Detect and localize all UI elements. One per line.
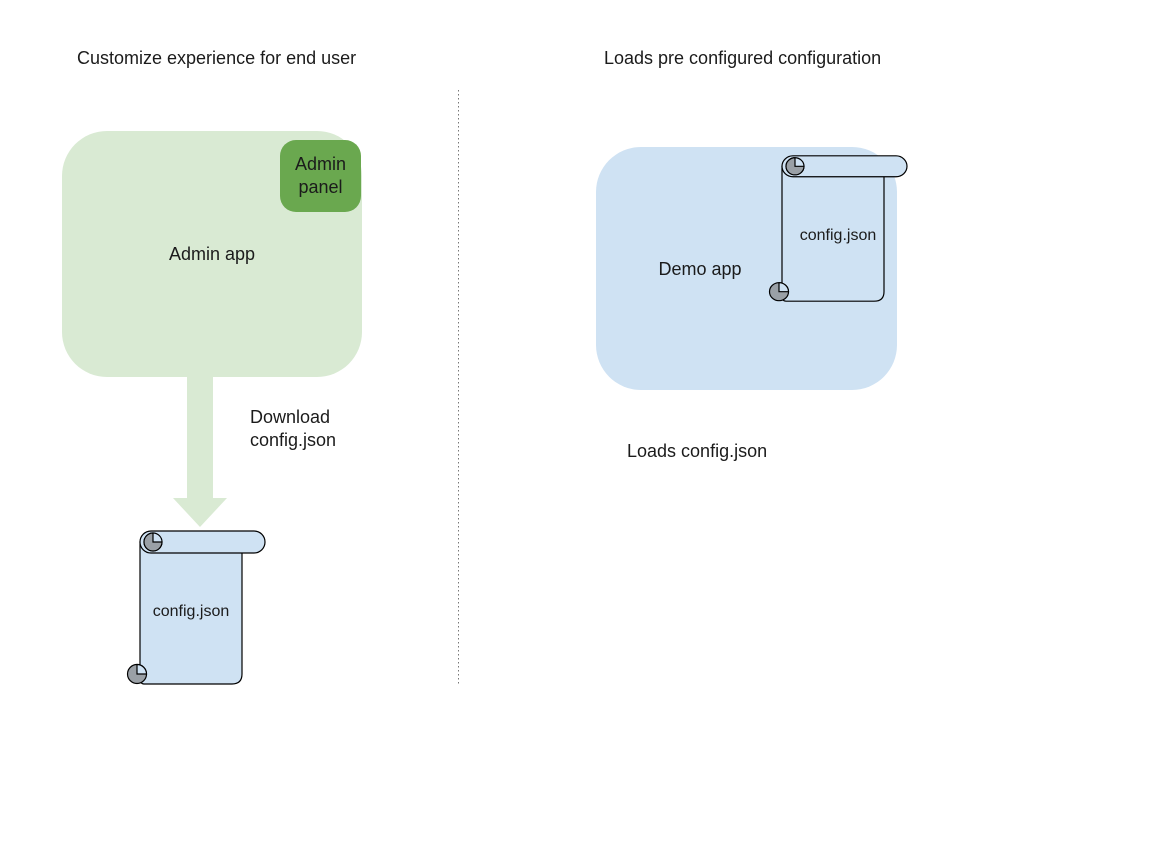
admin-app-label: Admin app <box>168 243 256 264</box>
section-divider <box>458 90 459 686</box>
config-scroll-left <box>126 530 266 685</box>
arrow-down-shape <box>173 377 227 527</box>
scroll-roll-curl-shade <box>143 532 163 552</box>
admin-panel-label: Admin panel <box>294 154 347 197</box>
demo-app-label: Demo app <box>658 259 742 279</box>
scroll-top-roll-shape <box>139 530 266 554</box>
scroll-bottom-curl-notch <box>778 282 790 293</box>
loads-config-caption: Loads config.json <box>627 441 768 461</box>
scroll-top-roll-shape <box>781 155 908 178</box>
config-file-label-left: config.json <box>152 603 230 620</box>
admin-panel-shape: Admin panel <box>280 140 361 212</box>
download-arrow-label: Download config.json <box>250 407 337 450</box>
download-arrow-icon <box>173 377 227 527</box>
config-scroll-right <box>768 155 908 302</box>
config-file-label-right: config.json <box>799 227 877 244</box>
scroll-roll-curl-shade <box>785 157 805 176</box>
right-section-title: Loads pre configured configuration <box>604 48 882 68</box>
scroll-bottom-curl-notch <box>136 663 148 675</box>
left-section-title: Customize experience for end user <box>77 48 357 68</box>
